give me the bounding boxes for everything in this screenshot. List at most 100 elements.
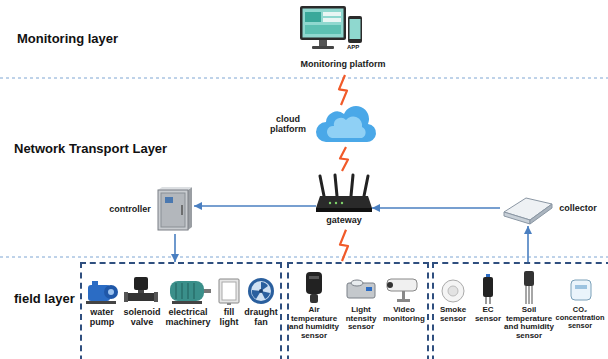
wireless-link [339,75,347,105]
sensor-node: Smoke sensor [434,268,472,356]
node-caption: Video monitoring [382,306,426,323]
router-icon-part [335,175,337,196]
motor-icon-part [193,283,195,299]
wireless-link [340,147,348,171]
valve-icon-part [126,293,156,301]
ec-sensor-icon-part [489,297,491,304]
phone-icon [348,16,362,43]
controller-node: controller [104,188,194,234]
device-group: water pumpsolenoid valveelectrical machi… [80,262,282,359]
sensor-node: EC sensor [472,268,504,356]
co2-sensor-icon-part [575,285,587,289]
router-icon-part [364,176,368,196]
node-caption: water pump [82,308,122,327]
sensor-node: Video monitoring [382,268,426,356]
node-caption: Light ntensity sensor [340,306,382,332]
cabinet-icon-part [181,205,183,215]
cloud-icon-part [327,116,366,138]
monitor-icon-part [303,9,344,38]
monitor-icon-part [323,18,341,22]
cabinet-icon-part [158,190,188,230]
cabinet-icon-part [161,193,185,227]
collector-icon [504,198,552,224]
router-icon-part [320,176,324,196]
node-caption: draught fan [244,308,278,327]
cloud-node: cloud platform [262,106,374,146]
collector-icon-part [530,204,552,224]
router-icon [316,175,372,212]
sensor-group: Air temperature and humidity sensorLight… [287,262,429,359]
valve-icon [124,277,158,302]
node-caption: electrical machinery [162,308,214,327]
light-sensor-icon-part [351,280,363,286]
app-label: APP [347,44,359,50]
layer-divider [0,257,608,258]
device-node: solenoid valve [122,268,162,356]
valve-icon-part [154,292,158,302]
sensor-node: Light ntensity sensor [340,268,382,356]
ec-sensor-icon-part [485,297,487,304]
co2-sensor-icon [571,280,591,300]
ec-sensor-icon-part [486,274,490,277]
node-caption: controller [104,205,156,215]
node-caption: cloud platform [262,115,314,134]
fan-icon-part [248,278,274,304]
camera-icon-part [387,282,393,288]
cloud-icon-part [316,106,376,142]
node-caption: Monitoring platform [290,60,396,70]
valve-icon-part [134,277,148,290]
monitor-icon-part [319,40,327,46]
soil-sensor-icon-part [528,286,530,304]
motor-icon-part [175,283,177,299]
motor-icon-part [181,283,183,299]
router-icon-part [335,202,337,204]
monitor-icon-part [305,25,341,34]
air-sensor-icon-part [306,272,322,294]
node-caption: CO₂ concentration sensor [554,306,606,330]
arrow-connector [174,234,176,262]
router-icon-part [316,196,372,208]
motor-icon [170,281,211,304]
sensor-node: Soil temperature and humidity sensor [504,268,554,356]
node-caption: solenoid valve [122,308,162,327]
cabinet-icon [158,187,192,230]
node-caption: fill light [214,308,244,327]
fan-icon-part [259,289,263,293]
cabinet-icon-part [188,187,192,230]
valve-icon-part [124,292,128,302]
soil-sensor-icon [524,271,534,304]
co2-sensor-icon-part [571,280,591,300]
air-sensor-icon-part [309,276,319,279]
monitor-icon-part [312,46,334,49]
smoke-sensor-icon-part [448,286,458,296]
collector-icon-part [504,212,530,224]
smoke-sensor-icon-part [442,280,464,302]
monitor-icon [300,6,346,49]
lamp-icon-part [219,279,239,303]
soil-sensor-icon-part [524,271,534,286]
air-sensor-icon-part [310,294,318,303]
camera-icon-part [387,279,417,291]
monitor-icon-part [323,12,341,16]
node-caption: collector [554,204,602,214]
monitor-icon-part [305,12,321,22]
pump-icon [86,281,118,304]
sensor-node: Air temperature and humidity sensor [289,268,339,356]
router-icon-part [351,175,353,196]
sensor-node: CO₂ concentration sensor [554,268,606,356]
lamp-icon [219,279,239,305]
node-caption: EC sensor [472,306,504,323]
cabinet-icon-part [165,197,173,203]
node-caption: gateway [316,216,372,226]
fan-icon [248,278,274,304]
device-node: water pump [82,268,122,356]
camera-icon [387,279,417,302]
pump-icon-part [92,281,98,285]
cloud-icon [316,106,376,142]
motor-icon-part [187,283,189,299]
layer-label: Monitoring layer [17,31,118,46]
